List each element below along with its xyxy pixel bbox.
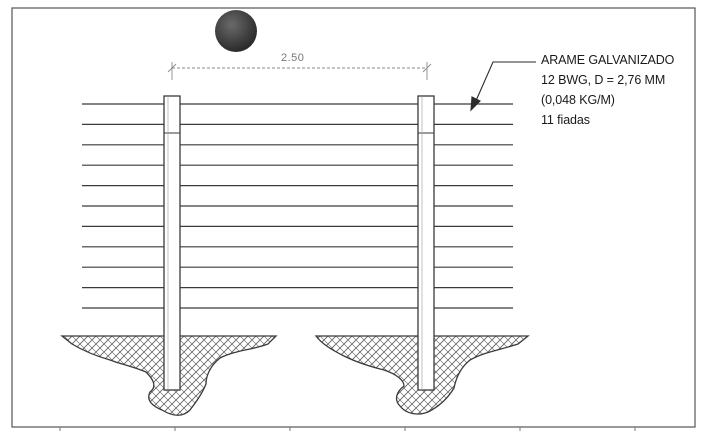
callout-line-1: ARAME GALVANIZADO [541,53,675,67]
dimension-label: 2.50 [281,52,305,64]
wire-group [82,103,513,309]
frame-ticks [59,427,636,431]
callout-line-4: 11 fiadas [541,113,590,127]
callout-line-3: (0,048 KG/M) [541,93,615,107]
post-right [417,95,435,391]
post-left [163,95,181,391]
marker-ball [215,10,257,52]
callout-leader [470,61,536,112]
dimension-line [167,62,432,80]
callout-line-2: 12 BWG, D = 2,76 MM [541,73,666,87]
drawing-frame [11,7,696,428]
